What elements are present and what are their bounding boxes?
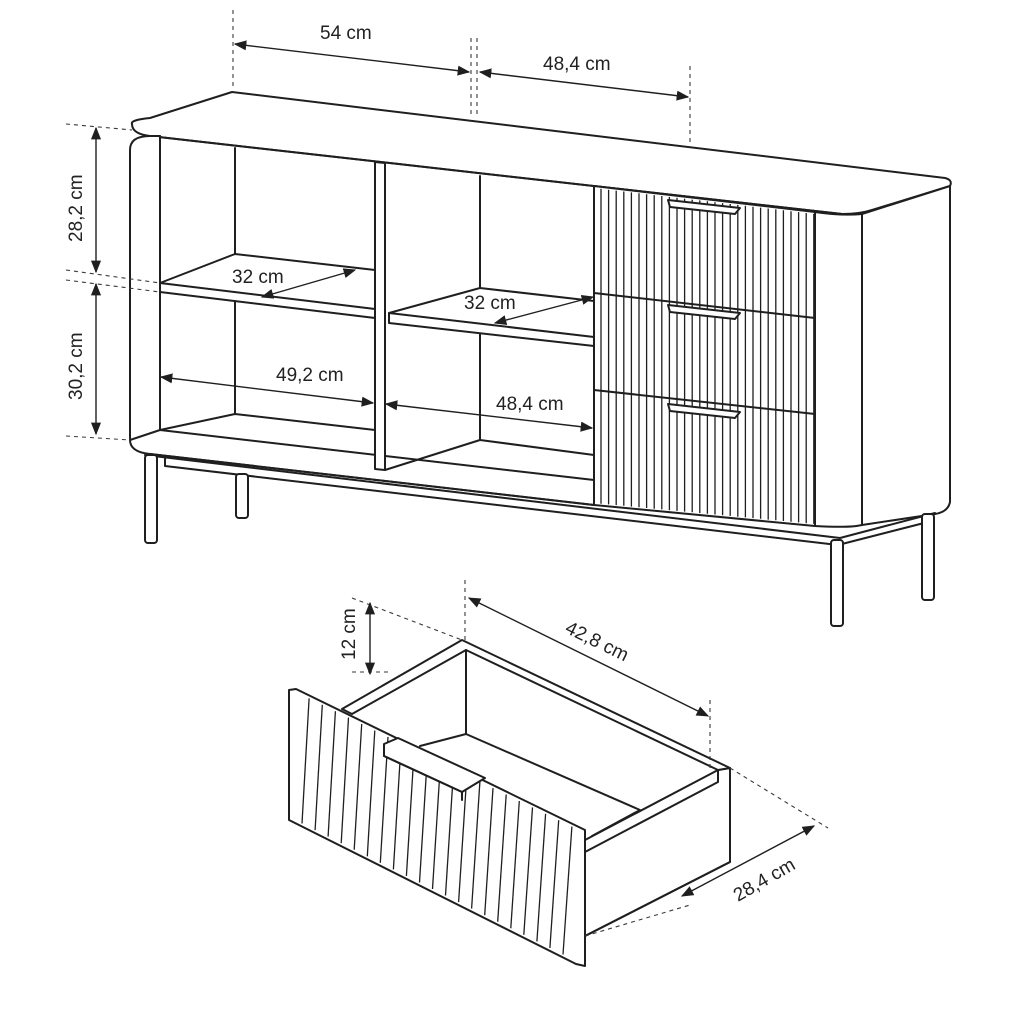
leg-front-left [144,454,158,544]
label-top-right-width: 48,4 cm [543,54,611,75]
dim-line-shelf-depth-right [493,295,595,325]
left-side-panel [129,135,161,454]
drawer-front-handle [383,737,486,793]
label-shelf-depth-left: 32 cm [232,267,284,288]
bottom-front-edge [149,453,595,506]
dim-line-inner-width-left [159,373,375,407]
sideboard [129,91,952,627]
drawer-side-inner [584,769,719,853]
shelf-right-front [388,312,595,338]
drawer [288,639,731,967]
drawer-handle-2 [667,304,741,320]
label-drawer-length: 42,8 cm [562,618,632,667]
dim-line-drawer-width [680,825,816,897]
label-inner-width-left: 49,2 cm [276,365,344,386]
dim-line-drawer-length [467,597,710,717]
right-end-panel [861,185,951,526]
leg-back-right [921,513,935,601]
label-inner-width-right: 48,4 cm [496,394,564,415]
label-shelf-depth-right: 32 cm [464,293,516,314]
label-drawer-width: 28,4 cm [730,854,799,906]
drawer-floor [419,733,641,837]
dim-line-shelf-depth-left [260,268,357,299]
dim-line-top-left [233,40,471,76]
dim-line-inner-width-right [384,400,594,432]
sideboard-dimensions: 54 cm 48,4 cm 28,2 cm 30,2 cm 32 cm 32 c… [65,10,691,441]
floor-back-edge [159,413,595,471]
label-lower-height: 30,2 cm [66,332,87,400]
drawer-handle-1 [667,199,741,215]
dim-line-top-right [478,68,690,101]
leg-front-right [830,539,844,627]
drawer-front-handle-lip [383,755,463,801]
central-divider [374,161,386,471]
label-drawer-height: 12 cm [339,608,360,660]
leg-back-left [235,473,249,519]
drawer-front-block [593,185,816,527]
drawer-handle-3 [667,403,741,419]
right-side-panel [814,211,863,528]
extension-lines-top [232,10,691,146]
drawer-fluting [600,188,815,524]
drawer-separations [593,292,816,415]
label-top-left-width: 54 cm [320,23,372,44]
legs [144,454,935,627]
label-upper-height: 28,2 cm [66,174,87,242]
bottom-plate [129,429,595,506]
base-frame [144,454,936,546]
drawer-box-right-side [584,767,731,937]
sideboard-top [130,91,952,215]
